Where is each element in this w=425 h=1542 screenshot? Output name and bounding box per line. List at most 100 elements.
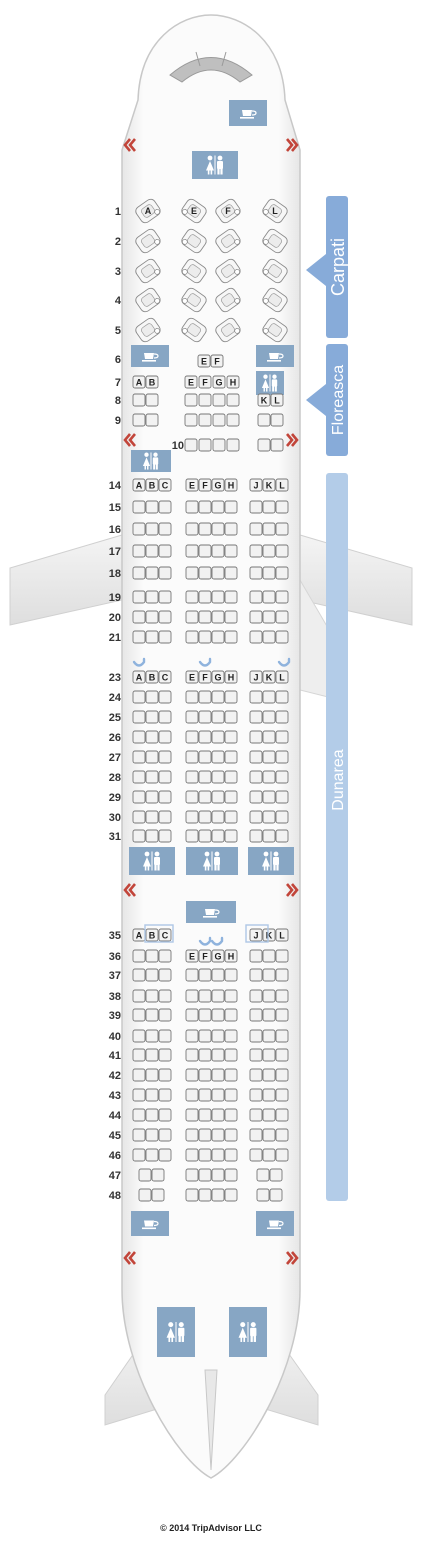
seat[interactable] <box>158 1088 172 1102</box>
seat[interactable] <box>145 500 159 514</box>
seat[interactable] <box>249 1029 263 1043</box>
seat[interactable] <box>262 1068 276 1082</box>
business-pod[interactable] <box>134 227 162 254</box>
seat[interactable] <box>198 413 212 427</box>
seat[interactable] <box>184 393 198 407</box>
seat[interactable] <box>198 829 212 843</box>
seat[interactable] <box>249 829 263 843</box>
seat[interactable] <box>198 750 212 764</box>
seat[interactable] <box>145 790 159 804</box>
seat[interactable] <box>249 710 263 724</box>
seat[interactable] <box>132 770 146 784</box>
seat[interactable] <box>224 750 238 764</box>
seat[interactable] <box>211 522 225 536</box>
seat[interactable] <box>275 522 289 536</box>
seat[interactable] <box>211 790 225 804</box>
seat[interactable] <box>185 610 199 624</box>
seat[interactable] <box>158 610 172 624</box>
seat[interactable] <box>198 1108 212 1122</box>
seat[interactable] <box>211 500 225 514</box>
business-pod[interactable]: L <box>261 197 289 224</box>
seat[interactable] <box>275 989 289 1003</box>
seat[interactable] <box>211 1168 225 1182</box>
seat[interactable] <box>249 544 263 558</box>
seat[interactable]: A <box>132 670 146 684</box>
seat[interactable] <box>249 750 263 764</box>
seat[interactable] <box>145 522 159 536</box>
seat[interactable] <box>275 710 289 724</box>
business-pod[interactable] <box>261 227 289 254</box>
seat[interactable] <box>224 968 238 982</box>
seat[interactable] <box>184 413 198 427</box>
seat[interactable] <box>262 968 276 982</box>
seat[interactable] <box>145 393 159 407</box>
seat[interactable] <box>249 690 263 704</box>
seat[interactable] <box>262 770 276 784</box>
seat[interactable] <box>211 590 225 604</box>
seat[interactable] <box>132 1048 146 1062</box>
seat[interactable] <box>275 1088 289 1102</box>
seat[interactable] <box>198 790 212 804</box>
business-pod[interactable] <box>214 286 242 313</box>
seat[interactable] <box>158 770 172 784</box>
seat[interactable]: K <box>262 928 276 942</box>
seat[interactable] <box>224 810 238 824</box>
seat[interactable] <box>185 710 199 724</box>
seat[interactable] <box>138 1168 152 1182</box>
seat[interactable]: L <box>275 670 289 684</box>
seat[interactable] <box>224 1148 238 1162</box>
seat[interactable] <box>249 1008 263 1022</box>
seat[interactable] <box>211 544 225 558</box>
seat[interactable] <box>132 1148 146 1162</box>
seat[interactable] <box>158 1108 172 1122</box>
seat[interactable]: J <box>249 478 263 492</box>
seat[interactable] <box>145 949 159 963</box>
seat[interactable] <box>185 1088 199 1102</box>
seat[interactable] <box>185 1029 199 1043</box>
seat[interactable] <box>198 968 212 982</box>
seat[interactable] <box>224 1068 238 1082</box>
seat[interactable] <box>145 1048 159 1062</box>
seat[interactable] <box>212 413 226 427</box>
seat[interactable] <box>198 989 212 1003</box>
seat[interactable] <box>249 590 263 604</box>
seat[interactable] <box>198 590 212 604</box>
seat[interactable]: F <box>198 478 212 492</box>
seat[interactable] <box>132 630 146 644</box>
seat[interactable] <box>211 610 225 624</box>
seat[interactable] <box>198 1188 212 1202</box>
seat[interactable]: A <box>132 375 146 389</box>
seat[interactable] <box>224 1108 238 1122</box>
seat[interactable] <box>185 522 199 536</box>
business-pod[interactable] <box>214 316 242 343</box>
seat[interactable]: G <box>211 670 225 684</box>
seat[interactable] <box>145 1008 159 1022</box>
seat[interactable] <box>158 1029 172 1043</box>
seat[interactable] <box>249 989 263 1003</box>
business-pod[interactable]: E <box>180 197 208 224</box>
seat[interactable] <box>211 1128 225 1142</box>
seat[interactable] <box>249 1068 263 1082</box>
seat[interactable] <box>145 989 159 1003</box>
business-pod[interactable] <box>261 257 289 284</box>
seat[interactable] <box>198 630 212 644</box>
seat[interactable] <box>224 989 238 1003</box>
seat[interactable] <box>275 630 289 644</box>
seat[interactable] <box>249 730 263 744</box>
seat[interactable]: G <box>211 949 225 963</box>
seat[interactable] <box>270 438 284 452</box>
seat[interactable] <box>158 590 172 604</box>
seat[interactable] <box>224 500 238 514</box>
seat[interactable] <box>249 1148 263 1162</box>
seat[interactable]: K <box>257 393 271 407</box>
seat[interactable] <box>185 1168 199 1182</box>
seat[interactable] <box>224 1048 238 1062</box>
seat[interactable] <box>224 790 238 804</box>
seat[interactable] <box>211 1088 225 1102</box>
seat[interactable] <box>275 770 289 784</box>
seat[interactable] <box>262 590 276 604</box>
seat[interactable] <box>226 393 240 407</box>
seat[interactable] <box>185 630 199 644</box>
seat[interactable]: E <box>197 354 211 368</box>
seat[interactable] <box>275 500 289 514</box>
